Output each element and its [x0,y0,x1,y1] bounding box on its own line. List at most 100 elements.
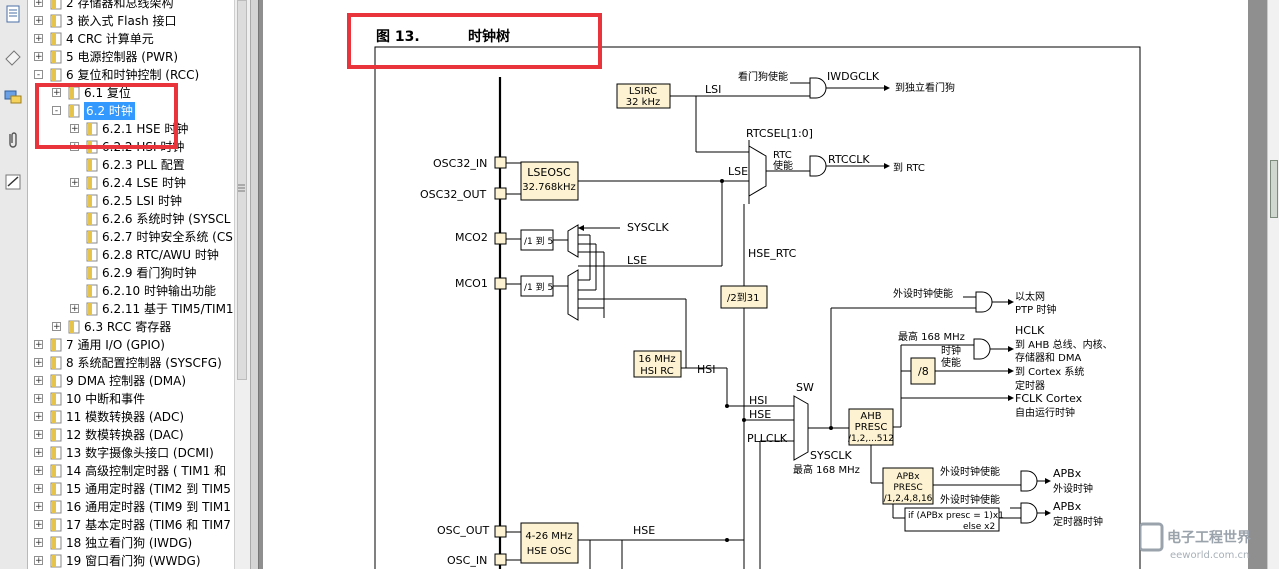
expand-icon[interactable]: + [52,322,61,332]
bookmark-icon [50,554,62,568]
expand-icon[interactable]: + [34,430,43,440]
toc-item[interactable]: 6.2.3 PLL 配置 [28,156,234,174]
document-scrollbar[interactable] [1267,0,1279,569]
toc-item[interactable]: +12 数模转换器 (DAC) [28,426,234,444]
toc-item[interactable]: +14 高级控制定时器 ( TIM1 和 [28,462,234,480]
svg-text:LSIRC: LSIRC [629,86,657,97]
panel-splitter[interactable] [250,0,259,569]
bookmark-icon [50,14,62,28]
toc-item[interactable]: +13 数字摄像头接口 (DCMI) [28,444,234,462]
scroll-thumb[interactable] [237,0,247,380]
toc-item-label: 18 独立看门狗 (IWDG) [66,536,193,550]
expand-icon[interactable]: + [52,88,61,98]
expand-icon[interactable]: + [34,34,43,44]
svg-text:4-26 MHz: 4-26 MHz [525,531,572,542]
toc-item[interactable]: +16 通用定时器 (TIM9 到 TIM1 [28,498,234,516]
toc-item[interactable]: 6.2.10 时钟输出功能 [28,282,234,300]
svg-text:32 kHz: 32 kHz [626,97,660,108]
highlight-box-toc [35,83,178,149]
toc-item[interactable]: +2 存储器和总线架构 [28,0,234,12]
toc-item-label: 6.2.10 时钟输出功能 [102,284,216,298]
document-icon[interactable] [3,4,23,24]
bookmark-icon [86,194,98,208]
expand-icon[interactable]: + [34,556,43,566]
toc-item-label: 4 CRC 计算单元 [66,32,154,46]
toc-item[interactable]: +7 通用 I/O (GPIO) [28,336,234,354]
svg-text:OSC32_OUT: OSC32_OUT [420,188,487,201]
toc-item[interactable]: +5 电源控制器 (PWR) [28,48,234,66]
highlight-box-figure-title [347,13,602,69]
expand-icon[interactable]: + [70,304,79,314]
toc-item[interactable]: +6.1 复位 [28,84,234,102]
expand-icon[interactable]: + [34,394,43,404]
expand-icon[interactable]: + [34,448,43,458]
collapse-icon[interactable]: - [52,106,61,116]
toc-item[interactable]: +18 独立看门狗 (IWDG) [28,534,234,552]
expand-icon[interactable]: + [34,52,43,62]
toc-item[interactable]: +11 模数转换器 (ADC) [28,408,234,426]
expand-icon[interactable]: + [34,0,43,8]
svg-text:RTCCLK: RTCCLK [828,153,870,166]
expand-icon[interactable]: + [70,124,79,134]
expand-icon[interactable]: + [34,340,43,350]
svg-text:LSI: LSI [705,83,721,96]
bookmark-icon [50,428,62,442]
svg-text:HSI RC: HSI RC [640,366,673,377]
toc-item-label: 14 高级控制定时器 ( TIM1 和 [66,464,227,478]
svg-text:PTP 时钟: PTP 时钟 [1015,303,1056,316]
toc-item[interactable]: 6.2.9 看门狗时钟 [28,264,234,282]
expand-icon[interactable]: + [34,466,43,476]
toc-item[interactable]: +6.3 RCC 寄存器 [28,318,234,336]
side-toolbar [0,0,28,569]
svg-text:最高 168 MHz: 最高 168 MHz [898,330,965,343]
toc-item[interactable]: +4 CRC 计算单元 [28,30,234,48]
toc-item[interactable]: +6.2.1 HSE 时钟 [28,120,234,138]
expand-icon[interactable]: + [34,376,43,386]
toc-item[interactable]: -6.2 时钟 [28,102,234,120]
svg-text:LSE: LSE [627,254,647,267]
toc-item[interactable]: 6.2.8 RTC/AWU 时钟 [28,246,234,264]
toc-item[interactable]: +3 嵌入式 Flash 接口 [28,12,234,30]
expand-icon[interactable]: + [34,358,43,368]
toc-item[interactable]: +6.2.4 LSE 时钟 [28,174,234,192]
toc-item[interactable]: +10 中断和事件 [28,390,234,408]
bookmark-icon [50,32,62,46]
svg-text:SYSCLK: SYSCLK [627,221,669,234]
expand-icon[interactable]: + [34,412,43,422]
svg-text:LSE: LSE [728,165,748,178]
svg-text:最高 168 MHz: 最高 168 MHz [793,463,860,476]
bookmarks-scrollbar[interactable] [234,0,250,569]
svg-text:定时器时钟: 定时器时钟 [1053,515,1103,528]
toc-item[interactable]: 6.2.7 时钟安全系统 (CS [28,228,234,246]
toc-item[interactable]: 6.2.5 LSI 时钟 [28,192,234,210]
expand-icon[interactable]: + [70,178,79,188]
expand-icon[interactable]: + [34,16,43,26]
svg-text:OSC32_IN: OSC32_IN [433,157,487,170]
toc-item[interactable]: 6.2.6 系统时钟 (SYSCL [28,210,234,228]
expand-icon[interactable]: + [34,484,43,494]
expand-icon[interactable]: + [34,538,43,548]
svg-text:IWDGCLK: IWDGCLK [827,70,880,83]
toc-item[interactable]: +9 DMA 控制器 (DMA) [28,372,234,390]
scroll-handle[interactable] [1270,160,1278,218]
expand-icon[interactable]: + [34,502,43,512]
bookmark-icon [50,518,62,532]
expand-icon[interactable]: + [34,520,43,530]
collapse-icon[interactable]: - [34,70,43,80]
bookmark-icon [86,176,98,190]
toc-item[interactable]: +8 系统配置控制器 (SYSCFG) [28,354,234,372]
svg-text:HSE OSC: HSE OSC [527,546,572,557]
pdf-page: 图 13. 时钟树 LSIRC 32 kHz LSI 看门狗使能 IWDGCLK… [263,0,1248,569]
toc-item-label: 11 模数转换器 (ADC) [66,410,185,424]
panel-grip-icon[interactable] [237,182,246,196]
toc-item[interactable]: +19 窗口看门狗 (WWDG) [28,552,234,569]
signature-icon[interactable] [3,172,23,192]
toc-item[interactable]: +6.2.11 基于 TIM5/TIM1 [28,300,234,318]
toc-item[interactable]: +17 基本定时器 (TIM6 和 TIM7 [28,516,234,534]
toc-item[interactable]: -6 复位和时钟控制 (RCC) [28,66,234,84]
comment-icon[interactable] [3,88,23,108]
svg-text:使能: 使能 [941,356,961,369]
toc-item[interactable]: +15 通用定时器 (TIM2 到 TIM5 [28,480,234,498]
eraser-icon[interactable] [3,46,23,66]
attachment-icon[interactable] [3,130,23,150]
